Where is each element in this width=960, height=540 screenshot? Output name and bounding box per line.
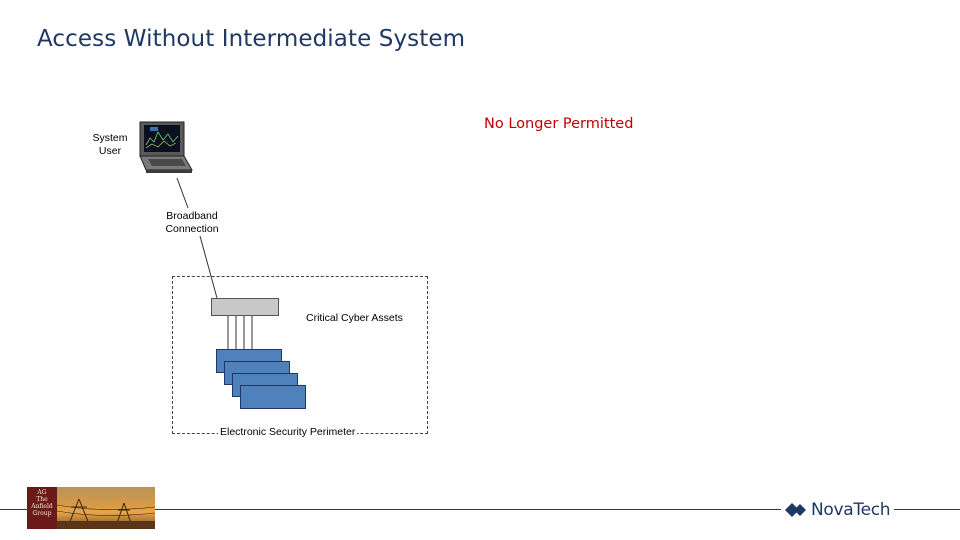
system-user-label: System User [92, 132, 128, 157]
cyber-asset [240, 385, 306, 409]
novatech-logo: NovaTech [781, 497, 895, 523]
power-lines-icon [56, 498, 155, 529]
critical-assets-label: Critical Cyber Assets [306, 312, 403, 324]
network-switch [211, 298, 279, 316]
perimeter-label: Electronic Security Perimeter [218, 426, 358, 439]
slide-title: Access Without Intermediate System [37, 26, 466, 52]
footer-divider [0, 509, 960, 510]
warning-label: No Longer Permitted [484, 116, 634, 132]
novatech-brand-text: NovaTech [811, 500, 891, 520]
laptop-icon [139, 121, 193, 173]
novatech-diamond-icon [785, 503, 806, 517]
broadband-connection-label: Broadband Connection [165, 210, 219, 235]
